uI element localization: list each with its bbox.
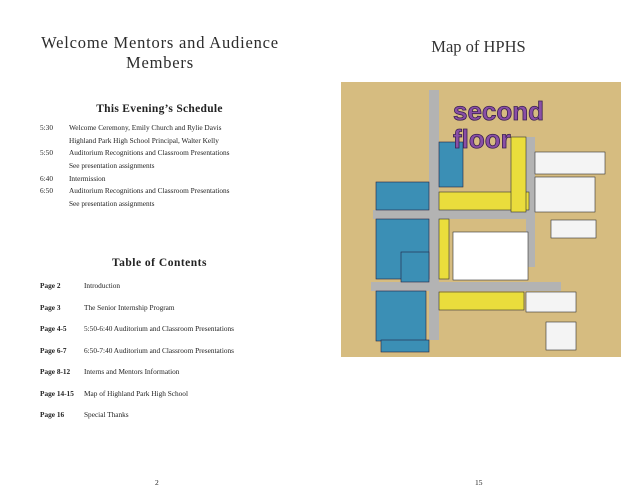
classroom-block-blue-5 bbox=[438, 141, 464, 188]
toc-page: Page 3 bbox=[40, 302, 61, 312]
classroom-block-yellow-1 bbox=[438, 191, 530, 211]
toc-row: Page 4-5 5:50-6:40 Auditorium and Classro… bbox=[40, 324, 310, 346]
room-corner bbox=[545, 321, 577, 351]
school-floor-map: second floor bbox=[341, 82, 621, 357]
welcome-title: Welcome Mentors and Audience Members bbox=[41, 33, 279, 72]
left-page: Welcome Mentors and Audience Members Thi… bbox=[40, 33, 310, 487]
schedule-text: See presentation assignments bbox=[69, 199, 155, 209]
toc-row: Page 16 Special Thanks bbox=[40, 410, 310, 432]
toc-text: 6:50-7:40 Auditorium and Classroom Prese… bbox=[84, 345, 234, 355]
toc-text: Introduction bbox=[84, 281, 121, 290]
schedule-time: 6:50 bbox=[40, 186, 53, 196]
toc-text: Special Thanks bbox=[84, 410, 129, 419]
toc-text: Interns and Mentors Information bbox=[84, 367, 180, 376]
schedule-row: 5:30 Welcome Ceremony, Emily Church and R… bbox=[40, 123, 310, 136]
schedule-time bbox=[40, 161, 69, 174]
auditorium-upper bbox=[452, 231, 529, 281]
classroom-block-blue-3 bbox=[375, 290, 427, 342]
classroom-block-yellow-2 bbox=[438, 291, 525, 311]
toc-row: Page 8-12 Interns and Mentors Information bbox=[40, 367, 310, 389]
corridor-horizontal-main bbox=[373, 210, 533, 219]
schedule-row: 5:50 Auditorium Recognitions and Classroo… bbox=[40, 148, 310, 161]
toc-text: 5:50-6:40 Auditorium and Classroom Prese… bbox=[84, 324, 234, 333]
page-number-right: 15 bbox=[475, 478, 483, 487]
toc-page: Page 2 bbox=[40, 281, 61, 290]
schedule-list: 5:30 Welcome Ceremony, Emily Church and R… bbox=[40, 123, 310, 212]
schedule-time: 5:50 bbox=[40, 148, 53, 158]
toc-text: Map of Highland Park High School bbox=[84, 388, 188, 398]
classroom-column-yellow bbox=[438, 218, 450, 280]
schedule-row: See presentation assignments bbox=[40, 161, 310, 174]
map-title: Map of HPHS bbox=[431, 37, 526, 56]
schedule-row: Highland Park High School Principal, Wal… bbox=[40, 136, 310, 149]
toc-page: Page 14-15 bbox=[40, 388, 74, 398]
toc-page: Page 6-7 bbox=[40, 345, 67, 355]
schedule-row: 6:40 Intermission bbox=[40, 174, 310, 187]
toc-title: Table of Contents bbox=[112, 257, 207, 269]
rooms-east-3 bbox=[550, 219, 597, 239]
floor-label-floor: floor bbox=[453, 124, 511, 154]
toc-text: The Senior Internship Program bbox=[84, 302, 175, 312]
schedule-time: 6:40 bbox=[40, 173, 53, 183]
schedule-text: Welcome Ceremony, Emily Church and Rylie… bbox=[69, 123, 222, 132]
schedule-text: Auditorium Recognitions and Classroom Pr… bbox=[69, 148, 230, 158]
schedule-text: Highland Park High School Principal, Wal… bbox=[69, 135, 219, 145]
classroom-block-blue-4 bbox=[400, 251, 430, 283]
toc-row: Page 3 The Senior Internship Program bbox=[40, 303, 310, 325]
toc-row: Page 6-7 6:50-7:40 Auditorium and Classro… bbox=[40, 346, 310, 368]
schedule-title: This Evening’s Schedule bbox=[96, 103, 223, 115]
toc-row: Page 14-15 Map of Highland Park High Scho… bbox=[40, 389, 310, 411]
rooms-east-2 bbox=[534, 176, 596, 213]
schedule-text: Intermission bbox=[69, 173, 106, 183]
toc-row: Page 2 Introduction bbox=[40, 281, 310, 303]
schedule-row: See presentation assignments bbox=[40, 199, 310, 212]
page-number-left: 2 bbox=[155, 478, 159, 487]
rooms-south-east bbox=[525, 291, 577, 313]
right-page: Map of HPHS 15 bbox=[319, 0, 638, 493]
toc-page: Page 16 bbox=[40, 410, 65, 419]
schedule-text: Auditorium Recognitions and Classroom Pr… bbox=[69, 186, 230, 196]
classroom-block-blue-1 bbox=[375, 181, 430, 211]
schedule-text: See presentation assignments bbox=[69, 161, 155, 171]
schedule-row: 6:50 Auditorium Recognitions and Classroo… bbox=[40, 186, 310, 199]
toc-page: Page 4-5 bbox=[40, 324, 67, 333]
rooms-east-1 bbox=[534, 151, 606, 175]
floor-label-second: second bbox=[453, 96, 544, 126]
toc-page: Page 8-12 bbox=[40, 367, 71, 376]
corridor-east bbox=[526, 137, 535, 267]
classroom-row-blue-bottom bbox=[380, 339, 430, 353]
corridor-horizontal-lower bbox=[371, 282, 561, 291]
schedule-time bbox=[40, 199, 69, 212]
schedule-time: 5:30 bbox=[40, 123, 53, 132]
schedule-time bbox=[40, 136, 69, 149]
classroom-column-yellow-east bbox=[510, 136, 527, 213]
